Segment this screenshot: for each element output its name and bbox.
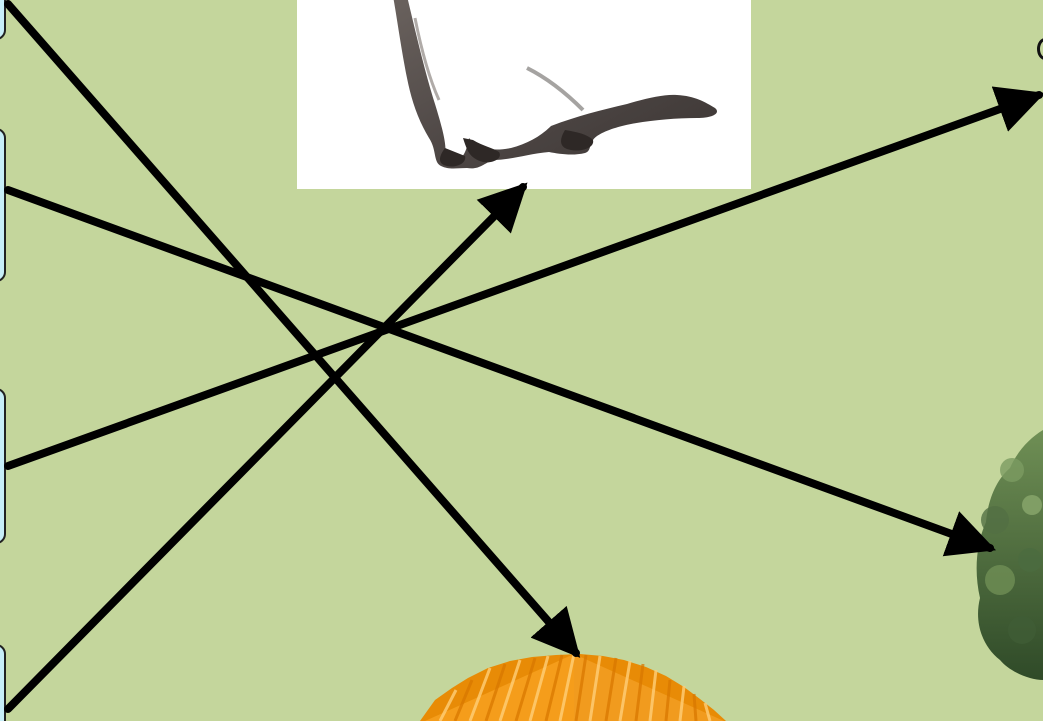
tree-icon xyxy=(976,430,1043,680)
otter-icon xyxy=(393,0,717,169)
arrow-box2-to-tree xyxy=(4,186,997,557)
arrow-box1-to-fan xyxy=(4,0,581,658)
paper-fan-icon xyxy=(420,653,726,721)
arrow-box3-to-offscreen xyxy=(4,86,1043,470)
otter-photo-panel xyxy=(297,0,751,189)
offscreen-node-edge xyxy=(1037,38,1043,60)
arrow-box4-to-otter xyxy=(4,182,528,713)
